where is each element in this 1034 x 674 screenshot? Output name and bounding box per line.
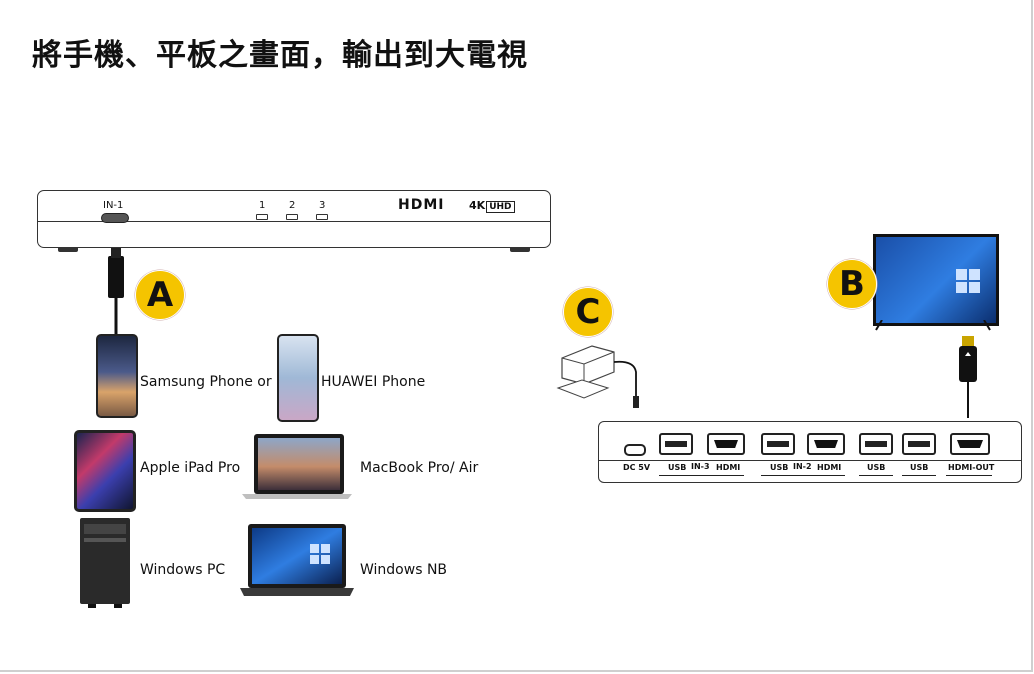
dc-port-icon xyxy=(624,444,646,456)
indicator-1-led xyxy=(256,214,268,220)
hdmi-out-port-icon xyxy=(950,433,990,455)
indicator-2-label: 2 xyxy=(289,200,296,211)
hdmi-port-in2-icon xyxy=(807,433,845,455)
huawei-phone-icon xyxy=(277,334,319,422)
dc-label: DC 5V xyxy=(623,463,651,472)
indicator-2-led xyxy=(286,214,298,220)
in1-label: IN-1 xyxy=(103,200,124,211)
usb-port-in2-icon xyxy=(761,433,795,455)
4k-text: 4K xyxy=(469,199,486,212)
usb-c-port-icon xyxy=(101,213,129,223)
ipad-icon xyxy=(74,430,136,512)
windows-pc-label: Windows PC xyxy=(140,562,226,578)
marker-a: A xyxy=(135,270,185,320)
hub-foot-right xyxy=(510,247,530,252)
samsung-phone-icon xyxy=(96,334,138,418)
in3-group-underline xyxy=(659,475,744,476)
hub-foot-left xyxy=(58,247,78,252)
in2-group-underline xyxy=(761,475,845,476)
power-adapter-icon xyxy=(556,345,639,408)
usb-in3-label: USB xyxy=(668,463,687,472)
in2-label: IN-2 xyxy=(793,462,812,471)
hub-top-seam xyxy=(38,221,550,222)
hdmi-out-underline xyxy=(946,475,992,476)
tv-icon xyxy=(873,234,999,326)
hdmi-port-in3-icon xyxy=(707,433,745,455)
hdmi-out-label: HDMI-OUT xyxy=(948,463,995,472)
indicator-1-label: 1 xyxy=(259,200,266,211)
windows-pc-icon xyxy=(80,518,130,608)
usb-b-underline xyxy=(902,475,936,476)
ipad-label: Apple iPad Pro xyxy=(140,460,241,476)
usb-c-cable-icon xyxy=(108,248,124,338)
uhd-box: UHD xyxy=(486,201,515,213)
macbook-label: MacBook Pro/ Air xyxy=(360,460,479,476)
usb-port-a-icon xyxy=(859,433,893,455)
usb-in2-label: USB xyxy=(770,463,789,472)
marker-c: C xyxy=(563,287,613,337)
windows-nb-label: Windows NB xyxy=(360,562,448,578)
tv-stand-icon xyxy=(875,320,991,331)
usb-a-label: USB xyxy=(867,463,886,472)
windows-nb-icon xyxy=(240,524,354,596)
samsung-label: Samsung Phone or xyxy=(140,374,272,390)
indicator-3-label: 3 xyxy=(319,200,326,211)
page-title: 將手機、平板之畫面，輸出到大電視 xyxy=(32,38,528,73)
usb-port-b-icon xyxy=(902,433,936,455)
indicator-3-led xyxy=(316,214,328,220)
usb-port-in3-icon xyxy=(659,433,693,455)
hdmi-in3-label: HDMI xyxy=(716,463,741,472)
macbook-icon xyxy=(242,434,352,499)
windows-logo-icon xyxy=(956,269,980,293)
in3-label: IN-3 xyxy=(691,462,710,471)
usb-a-underline xyxy=(859,475,893,476)
hdmi-logo: HDMI xyxy=(398,197,445,213)
hdmi-in2-label: HDMI xyxy=(817,463,842,472)
marker-b: B xyxy=(827,259,877,309)
hdmi-cable-icon xyxy=(959,336,977,418)
hub-bottom-seam xyxy=(599,460,1021,461)
huawei-label: HUAWEI Phone xyxy=(321,374,426,390)
usb-b-label: USB xyxy=(910,463,929,472)
